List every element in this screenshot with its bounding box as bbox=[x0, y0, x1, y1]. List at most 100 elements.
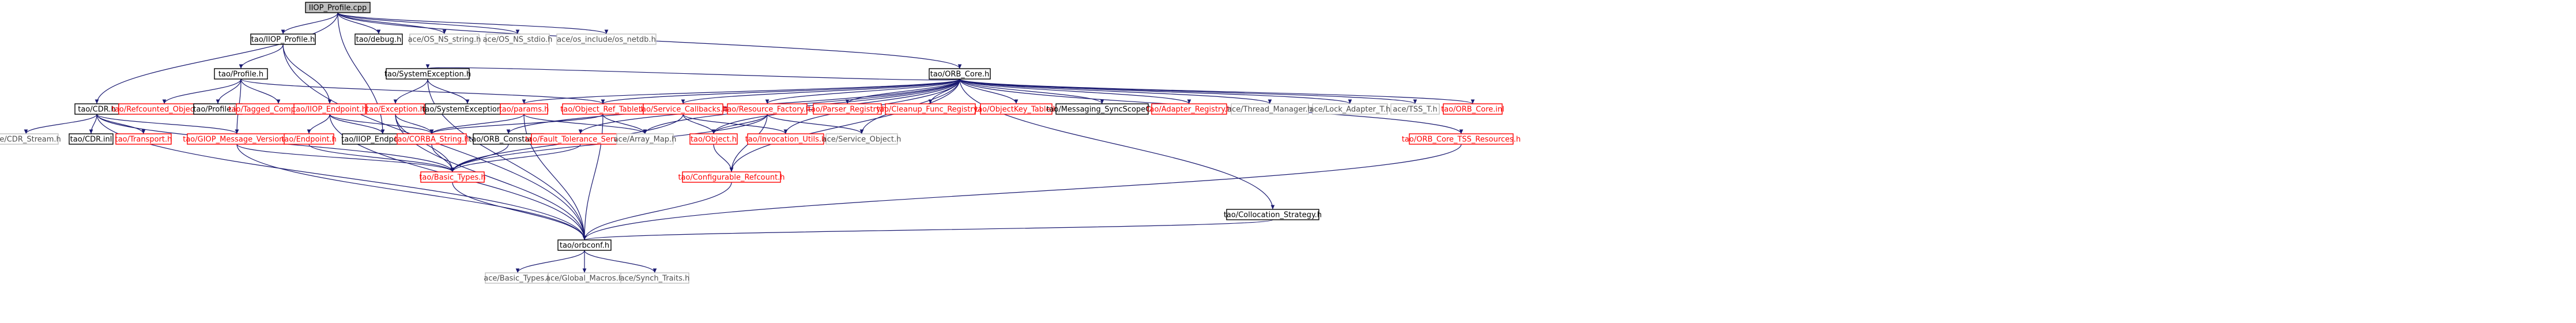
node-cleanup-func-registry[interactable]: tao/Cleanup_Func_Registry.h bbox=[877, 103, 984, 115]
node-debug[interactable]: tao/debug.h bbox=[354, 33, 403, 45]
edge-basic_types-to-orbconf bbox=[452, 182, 587, 241]
node-fault-tolerance[interactable]: tao/Fault_Tolerance_Service.h bbox=[525, 133, 636, 145]
edge-object_ref_table-to-orbconf bbox=[582, 114, 604, 241]
node-box bbox=[727, 103, 808, 115]
node-label: tao/Cleanup_Func_Registry.h bbox=[877, 106, 984, 114]
edge-root-to-os_ns_string bbox=[337, 12, 447, 35]
node-orb-core-tss[interactable]: tao/ORB_Core_TSS_Resources.h bbox=[1402, 133, 1521, 145]
edge-root-to-debug bbox=[337, 12, 381, 35]
nodes-layer: IIOP_Profile.cpp tao/IIOP_Profile.h tao/de… bbox=[0, 2, 1521, 284]
node-profile-h[interactable]: tao/Profile.h bbox=[214, 68, 268, 80]
node-service-object: ace/Service_Object.h bbox=[823, 133, 902, 145]
edge-iiop_endpoint-to-endpoint bbox=[307, 114, 330, 134]
node-label: ace/OS_NS_string.h bbox=[408, 36, 481, 44]
node-label: ace/Lock_Adapter_T.h bbox=[1310, 106, 1390, 114]
node-resource-factory[interactable]: tao/Resource_Factory.h bbox=[724, 103, 810, 115]
node-orb-constants[interactable]: tao/ORB_Constants.h bbox=[469, 133, 548, 145]
edge-root-to-os_netdb bbox=[337, 12, 609, 35]
node-box bbox=[1231, 103, 1309, 115]
node-label: tao/ORB_Core.h bbox=[930, 70, 990, 79]
edge-orb_core_tss-to-orbconf bbox=[582, 144, 1462, 241]
node-box bbox=[409, 33, 480, 45]
edge-system_exception_h-to-exception_h bbox=[393, 78, 428, 104]
node-object-h[interactable]: tao/Object.h bbox=[689, 133, 738, 145]
node-orbconf[interactable]: tao/orbconf.h bbox=[557, 239, 612, 251]
node-refcounted-objectkey[interactable]: tao/Refcounted_ObjectKey.h bbox=[112, 103, 217, 115]
node-label: tao/GIOP_Message_Version.h bbox=[183, 136, 291, 144]
edge-iiop_profile_h-to-iiop_endpoint bbox=[282, 44, 332, 104]
edge-orb_core_h-to-system_exception_h bbox=[426, 64, 960, 81]
node-thread-manager: ace/Thread_Manager.h bbox=[1227, 103, 1312, 115]
edge-object_ref_table-to-corba_string bbox=[429, 114, 604, 134]
node-iiop-profile-h[interactable]: tao/IIOP_Profile.h bbox=[250, 33, 316, 45]
node-endpoint[interactable]: tao/Endpoint.h bbox=[281, 133, 337, 145]
node-label: ace/Array_Map.h bbox=[614, 136, 677, 144]
node-cdr-h[interactable]: tao/CDR.h bbox=[74, 103, 119, 115]
node-objectkey-table[interactable]: tao/ObjectKey_Table.h bbox=[975, 103, 1058, 115]
edge-root-to-os_ns_stdio bbox=[337, 12, 520, 35]
edge-giop_msg_ver-to-basic_types bbox=[236, 144, 455, 172]
node-label: ace/Service_Object.h bbox=[823, 136, 902, 144]
node-cdr-stream: ace/CDR_Stream.h bbox=[0, 133, 61, 145]
node-box bbox=[386, 68, 470, 80]
edge-orb_core_h-to-orb_core_inl bbox=[959, 78, 1475, 104]
node-system-exception-h[interactable]: tao/SystemException.h bbox=[384, 68, 471, 80]
edge-orb_constants-to-basic_types bbox=[450, 144, 509, 172]
node-box bbox=[643, 103, 723, 115]
node-box bbox=[305, 2, 371, 13]
node-label: IIOP_Profile.cpp bbox=[309, 4, 367, 13]
node-root[interactable]: IIOP_Profile.cpp bbox=[305, 2, 371, 13]
node-label: tao/SystemException.h bbox=[384, 70, 471, 79]
node-box bbox=[1151, 103, 1227, 115]
node-box bbox=[813, 103, 882, 115]
node-system-exception-inl[interactable]: tao/SystemException.inl bbox=[422, 103, 513, 115]
node-box bbox=[250, 33, 316, 45]
node-label: ace/CDR_Stream.h bbox=[0, 136, 61, 144]
node-label: tao/Refcounted_ObjectKey.h bbox=[112, 106, 217, 114]
node-label: ace/os_include/os_netdb.h bbox=[557, 36, 656, 44]
node-label: tao/Profile.inl bbox=[193, 106, 242, 114]
node-box bbox=[1443, 103, 1503, 115]
node-basic-types[interactable]: tao/Basic_Types.h bbox=[419, 171, 486, 183]
node-box bbox=[689, 133, 738, 145]
node-label: ace/Thread_Manager.h bbox=[1227, 106, 1312, 114]
node-label: tao/Adapter_Registry.h bbox=[1146, 106, 1231, 114]
node-params[interactable]: tao/params.h bbox=[499, 103, 549, 115]
node-messaging-syncscope[interactable]: tao/Messaging_SyncScopeC.h bbox=[1046, 103, 1158, 115]
node-configurable-refcount[interactable]: tao/Configurable_Refcount.h bbox=[678, 171, 785, 183]
edge-giop_msg_ver-to-orbconf bbox=[236, 144, 587, 241]
node-parser-registry[interactable]: tao/Parser_Registry.h bbox=[808, 103, 887, 115]
node-tss-t: ace/TSS_T.h bbox=[1390, 103, 1440, 115]
node-profile-inl[interactable]: tao/Profile.inl bbox=[193, 103, 243, 115]
node-orb-core-inl[interactable]: tao/ORB_Core.inl bbox=[1441, 103, 1504, 115]
edge-orb_core_h-to-resource_factory bbox=[765, 78, 960, 104]
node-os-ns-stdio: ace/OS_NS_stdio.h bbox=[483, 33, 552, 45]
node-label: tao/Object.h bbox=[691, 136, 737, 144]
node-service-callbacks[interactable]: tao/Service_Callbacks.h bbox=[639, 103, 727, 115]
node-label: tao/Object_Ref_Table.h bbox=[560, 106, 646, 114]
node-box bbox=[747, 133, 824, 145]
node-giop-msg-ver[interactable]: tao/GIOP_Message_Version.h bbox=[183, 133, 291, 145]
node-box bbox=[1312, 103, 1388, 115]
node-transport[interactable]: tao/Transport.h bbox=[115, 133, 172, 145]
node-lock-adapter: ace/Lock_Adapter_T.h bbox=[1310, 103, 1390, 115]
edge-params-to-corba_string bbox=[429, 114, 525, 134]
edge-cdr_h-to-giop_msg_ver bbox=[96, 114, 239, 134]
node-label: tao/IIOP_Profile.h bbox=[251, 36, 315, 44]
node-orb-core-h[interactable]: tao/ORB_Core.h bbox=[929, 68, 991, 80]
node-exception-h[interactable]: tao/Exception.h bbox=[366, 103, 425, 115]
node-label: tao/ORB_Core.inl bbox=[1441, 106, 1504, 114]
node-label: tao/CDR.inl bbox=[70, 136, 112, 144]
node-collocation-strategy[interactable]: tao/Collocation_Strategy.h bbox=[1224, 209, 1322, 220]
node-iiop-endpoint[interactable]: tao/IIOP_Endpoint.h bbox=[293, 103, 367, 115]
node-cdr-inl[interactable]: tao/CDR.inl bbox=[69, 133, 114, 145]
node-object-ref-table[interactable]: tao/Object_Ref_Table.h bbox=[560, 103, 646, 115]
node-label: tao/Parser_Registry.h bbox=[808, 106, 887, 114]
node-box bbox=[1226, 209, 1319, 220]
node-corba-string[interactable]: tao/CORBA_String.h bbox=[394, 133, 469, 145]
edge-configurable_refcount-to-orbconf bbox=[582, 182, 732, 241]
node-invocation-utils[interactable]: tao/Invocation_Utils.h bbox=[745, 133, 827, 145]
edge-orb_core_h-to-thread_manager bbox=[959, 78, 1272, 104]
node-adapter-registry[interactable]: tao/Adapter_Registry.h bbox=[1146, 103, 1232, 115]
